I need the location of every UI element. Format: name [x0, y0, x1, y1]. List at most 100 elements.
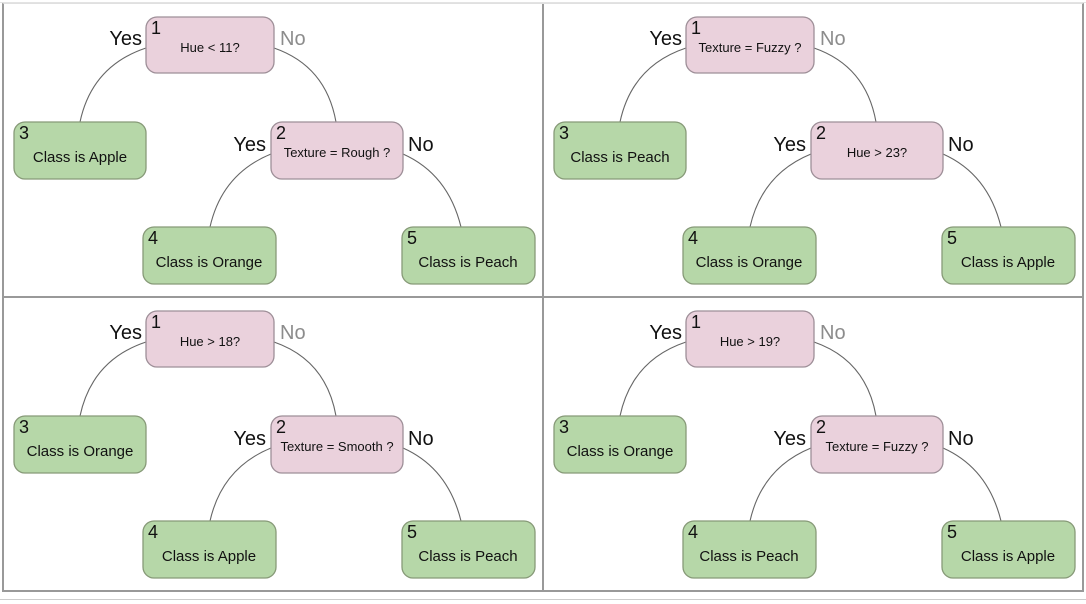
- leaf-class-label: Class is Peach: [418, 254, 517, 271]
- node-number: 3: [559, 123, 569, 143]
- branch-label-no: No: [820, 28, 846, 50]
- leaf-node-3-box: [553, 121, 687, 180]
- decision-node-1: 1 Hue < 11?: [145, 16, 275, 74]
- leaf-node-3: 3 Class is Peach: [553, 121, 687, 180]
- leaf-node-3: 3 Class is Orange: [13, 415, 147, 474]
- branch-label-no: No: [408, 428, 434, 450]
- node-condition: Texture = Rough ?: [284, 145, 391, 160]
- tree-grid: 1 Hue < 11? Yes No 2 Texture = Rough ? Y…: [2, 3, 1084, 592]
- branch-label-no: No: [280, 28, 306, 50]
- branch-label-yes: Yes: [773, 428, 806, 450]
- leaf-class-label: Class is Orange: [156, 254, 263, 271]
- node-number: 2: [816, 417, 826, 437]
- node-number: 1: [151, 18, 161, 38]
- edge-node1-no: [813, 341, 877, 417]
- node-condition: Hue < 11?: [180, 40, 239, 55]
- top-divider-line: [0, 2, 1086, 3]
- branch-label-no: No: [408, 134, 434, 156]
- tree-edges: [79, 47, 462, 228]
- node-condition: Texture = Fuzzy ?: [699, 40, 802, 55]
- edge-node1-yes: [79, 341, 147, 417]
- node-condition: Hue > 18?: [180, 334, 240, 349]
- node-number: 5: [407, 228, 417, 248]
- leaf-node-5-box: [941, 226, 1076, 285]
- edge-node2-yes: [209, 153, 272, 228]
- decision-tree-top-left: 1 Hue < 11? Yes No 2 Texture = Rough ? Y…: [13, 16, 536, 285]
- edge-node1-no: [273, 341, 337, 417]
- node-condition: Texture = Smooth ?: [280, 439, 393, 454]
- branch-label-no: No: [948, 134, 974, 156]
- decision-node-2: 2 Texture = Smooth ?: [270, 415, 404, 474]
- decision-node-2: 2 Hue > 23?: [810, 121, 944, 180]
- decision-node-2-box: [810, 121, 944, 180]
- tree-edges: [619, 341, 1002, 522]
- node-number: 5: [947, 228, 957, 248]
- node-number: 3: [559, 417, 569, 437]
- tree-edges: [79, 341, 462, 522]
- decision-node-2: 2 Texture = Fuzzy ?: [810, 415, 944, 474]
- leaf-node-4: 4 Class is Orange: [142, 226, 277, 285]
- decision-node-1-box: [145, 310, 275, 368]
- branch-label-yes: Yes: [109, 28, 142, 50]
- branch-label-yes: Yes: [233, 428, 266, 450]
- node-number: 1: [691, 18, 701, 38]
- tree-panel-top-right: 1 Texture = Fuzzy ? Yes No 2 Hue > 23? Y…: [544, 4, 1082, 296]
- edge-node2-yes: [749, 153, 812, 228]
- branch-label-yes: Yes: [649, 28, 682, 50]
- decision-node-1: 1 Texture = Fuzzy ?: [685, 16, 815, 74]
- node-number: 4: [148, 522, 158, 542]
- node-number: 2: [276, 123, 286, 143]
- decision-tree-top-right: 1 Texture = Fuzzy ? Yes No 2 Hue > 23? Y…: [553, 16, 1076, 285]
- tree-edges: [619, 47, 1002, 228]
- tree-panel-bottom-right: 1 Hue > 19? Yes No 2 Texture = Fuzzy ? Y…: [544, 298, 1082, 590]
- edge-node2-no: [402, 447, 462, 522]
- decision-node-2: 2 Texture = Rough ?: [270, 121, 404, 180]
- leaf-class-label: Class is Orange: [567, 443, 674, 460]
- tree-panel-bottom-left: 1 Hue > 18? Yes No 2 Texture = Smooth ? …: [4, 298, 542, 590]
- leaf-node-3-box: [13, 415, 147, 474]
- leaf-node-5: 5 Class is Apple: [941, 226, 1076, 285]
- leaf-node-5-box: [941, 520, 1076, 579]
- leaf-node-5: 5 Class is Apple: [941, 520, 1076, 579]
- leaf-node-5: 5 Class is Peach: [401, 226, 536, 285]
- node-number: 4: [688, 522, 698, 542]
- node-number: 4: [148, 228, 158, 248]
- node-condition: Texture = Fuzzy ?: [826, 439, 929, 454]
- branch-label-no: No: [280, 322, 306, 344]
- leaf-node-3: 3 Class is Orange: [553, 415, 687, 474]
- leaf-node-4: 4 Class is Orange: [682, 226, 817, 285]
- branch-label-yes: Yes: [773, 134, 806, 156]
- node-condition: Hue > 23?: [847, 145, 907, 160]
- leaf-class-label: Class is Peach: [699, 548, 798, 565]
- decision-node-2-box: [270, 121, 404, 180]
- branch-label-yes: Yes: [109, 322, 142, 344]
- leaf-class-label: Class is Orange: [696, 254, 803, 271]
- leaf-class-label: Class is Orange: [27, 443, 134, 460]
- branch-label-yes: Yes: [233, 134, 266, 156]
- leaf-node-3-box: [13, 121, 147, 180]
- decision-tree-bottom-left: 1 Hue > 18? Yes No 2 Texture = Smooth ? …: [13, 310, 536, 579]
- tree-panel-top-left: 1 Hue < 11? Yes No 2 Texture = Rough ? Y…: [4, 4, 542, 296]
- leaf-node-4: 4 Class is Apple: [142, 520, 277, 579]
- leaf-node-4-box: [142, 520, 277, 579]
- branch-label-yes: Yes: [649, 322, 682, 344]
- leaf-node-4: 4 Class is Peach: [682, 520, 817, 579]
- leaf-node-4-box: [142, 226, 277, 285]
- leaf-class-label: Class is Peach: [418, 548, 517, 565]
- node-number: 5: [407, 522, 417, 542]
- edge-node2-yes: [209, 447, 272, 522]
- leaf-node-4-box: [682, 226, 817, 285]
- leaf-node-5: 5 Class is Peach: [401, 520, 536, 579]
- node-number: 2: [276, 417, 286, 437]
- leaf-class-label: Class is Apple: [162, 548, 256, 565]
- leaf-class-label: Class is Apple: [961, 548, 1055, 565]
- bottom-divider-line: [0, 599, 1086, 600]
- edge-node1-yes: [619, 47, 687, 123]
- node-number: 3: [19, 123, 29, 143]
- node-number: 1: [691, 312, 701, 332]
- node-number: 2: [816, 123, 826, 143]
- edge-node1-no: [813, 47, 877, 123]
- node-condition: Hue > 19?: [720, 334, 780, 349]
- leaf-class-label: Class is Apple: [961, 254, 1055, 271]
